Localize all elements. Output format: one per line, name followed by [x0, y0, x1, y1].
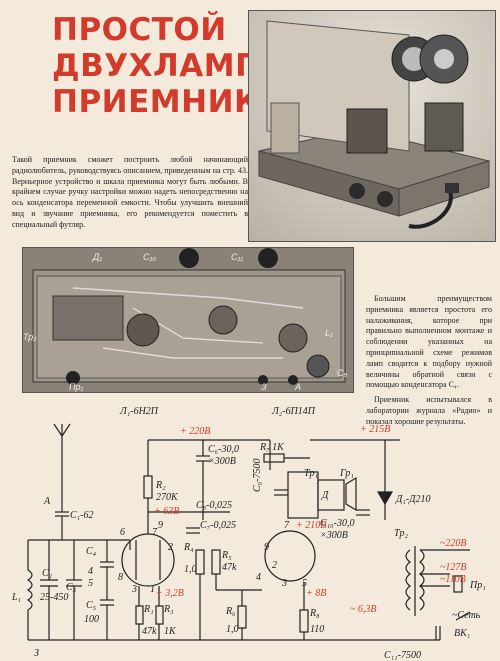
schema-voltage-8: + 8В: [306, 588, 326, 599]
schema-pin: 2: [168, 542, 173, 553]
title-line-2: ДВУХЛАМПОВЫЙ: [52, 48, 372, 84]
schema-c6-voltage: ×300В: [208, 456, 236, 467]
schema-pin: 3: [131, 584, 137, 595]
schema-c10-voltage: ×300В: [320, 530, 348, 541]
title-line-1: ПРОСТОЙ: [52, 12, 227, 48]
side-paragraph-1: Большим преимуществом приемника является…: [366, 294, 492, 390]
schema-c8: C₈-0,025: [196, 500, 232, 511]
schema-tap-127: ~127В: [440, 562, 467, 573]
schema-voltage-6-3: ~ 6,3В: [350, 604, 377, 615]
intro-paragraph: Такой приемник сможет построить любой на…: [12, 155, 248, 229]
schema-r1: R₁: [143, 604, 154, 615]
schema-r3-value: 1K: [164, 626, 177, 637]
receiver-photo-drawing: [258, 20, 491, 229]
schema-pin: 4: [88, 566, 93, 577]
schema-c6: C₆-30,0: [208, 444, 239, 455]
schema-l1: L₁: [11, 592, 21, 603]
schema-pin: 4: [256, 572, 261, 583]
schema-r1-value: 47k: [142, 626, 157, 637]
photo-label-pr1: Пр₁: [69, 382, 84, 392]
schema-pr1: Пр₁: [469, 580, 486, 591]
photo-label-c8: C₈: [337, 368, 347, 378]
schema-pin: 8: [118, 572, 123, 583]
side-paragraph-2: Приемник испытывался в лаборатории журна…: [366, 395, 492, 426]
schema-c2: C₂: [42, 568, 53, 579]
schema-pin: 5: [88, 578, 93, 589]
schema-r2: R₂: [155, 480, 166, 491]
schema-pin: 6: [120, 527, 125, 538]
photo-label-c11: C₁₁: [231, 252, 243, 262]
schema-r2-value: 270K: [156, 492, 179, 503]
photo-label-c10: C₁₀: [143, 252, 156, 262]
photo-label-d1: Д₁: [92, 252, 102, 262]
schema-r5-value: 47k: [222, 562, 237, 573]
schema-c5-value: 100: [84, 614, 99, 625]
side-description: Большим преимуществом приемника является…: [366, 294, 492, 432]
schema-c1: C₁-62: [70, 510, 93, 521]
schema-voltage-3-2: + 3,2В: [156, 588, 184, 599]
schema-r8-value: 110: [310, 624, 324, 635]
schema-c2c3-range: 25-450: [40, 592, 68, 603]
schema-d1: Д₁-Д210: [395, 494, 431, 505]
schema-c5: C₅: [86, 600, 97, 611]
page-title: ПРОСТОЙ ДВУХЛАМПОВЫЙ ПРИЕМНИК: [52, 12, 372, 120]
circuit-schematic: Л₁-6Н2П Л₂-6П14П А З C₁-62 C₂ C₃ 25-450 …: [11, 406, 486, 661]
receiver-photo: [248, 10, 496, 242]
schema-l2-tube: Л₂-6П14П: [271, 406, 316, 417]
schema-c10: C₁₀-30,0: [320, 518, 354, 529]
schema-r8: R₈: [309, 608, 320, 619]
schema-r6-value: 1,0: [226, 624, 239, 635]
schema-gr1: Гр₁: [339, 468, 354, 479]
photo-label-l1: L₁: [325, 328, 333, 338]
photo-label-tr2: Тр₂: [23, 332, 37, 342]
schema-pin: 9: [158, 520, 163, 531]
schema-r6: R₆: [225, 606, 236, 617]
schema-pin: 9: [264, 542, 269, 553]
schema-voltage-63: + 63В: [154, 506, 179, 517]
schema-tap-110: ~110В: [440, 574, 466, 585]
schema-pin: 7: [152, 527, 158, 538]
schema-c3: C₃: [66, 582, 77, 593]
schema-tr1: Tp₁: [304, 468, 318, 479]
schema-pin: 7: [284, 520, 290, 531]
schema-pin: 2: [272, 560, 277, 571]
schema-pin: 3: [281, 578, 287, 589]
schema-antenna: А: [43, 496, 51, 507]
schema-c4: C₄: [86, 546, 97, 557]
schema-set: ~Сеть: [452, 610, 481, 621]
schema-r7: R₇ 1K: [259, 442, 285, 453]
schema-tap-220: ~220В: [440, 538, 467, 549]
photo-label-z: З: [261, 382, 267, 392]
schema-l1-tube: Л₁-6Н2П: [119, 406, 159, 417]
schema-voltage-210: + 210В: [296, 520, 326, 531]
schema-voltage-220: + 220В: [180, 426, 210, 437]
schema-tr2: Tp₂: [394, 528, 409, 539]
schema-d: Д: [321, 490, 329, 501]
schema-r4: R₄: [183, 542, 194, 553]
chassis-underside-photo: Д₁ C₁₀ C₁₁ L₁ Тр₂ C₈ Пр₁ А З: [22, 247, 354, 393]
schema-c7: C₇-0,025: [200, 520, 236, 531]
schema-r4-value: 1,0: [184, 564, 197, 575]
schema-c9: C₉-7500: [252, 459, 263, 492]
schema-pin: 1: [150, 584, 155, 595]
photo-label-a: А: [294, 382, 301, 392]
schema-vk1: ВК₁: [454, 628, 470, 639]
schema-c11: C₁₁-7500: [384, 650, 421, 661]
schema-r3: R₃: [163, 604, 174, 615]
title-line-3: ПРИЕМНИК: [52, 84, 260, 120]
schema-ground: З: [34, 648, 39, 659]
chassis-underside-drawing: Д₁ C₁₀ C₁₁ L₁ Тр₂ C₈ Пр₁ А З: [23, 248, 347, 392]
schema-pin: 5: [302, 578, 307, 589]
schema-voltage-215: + 215В: [360, 424, 390, 435]
schema-r5: R₅: [221, 550, 232, 561]
